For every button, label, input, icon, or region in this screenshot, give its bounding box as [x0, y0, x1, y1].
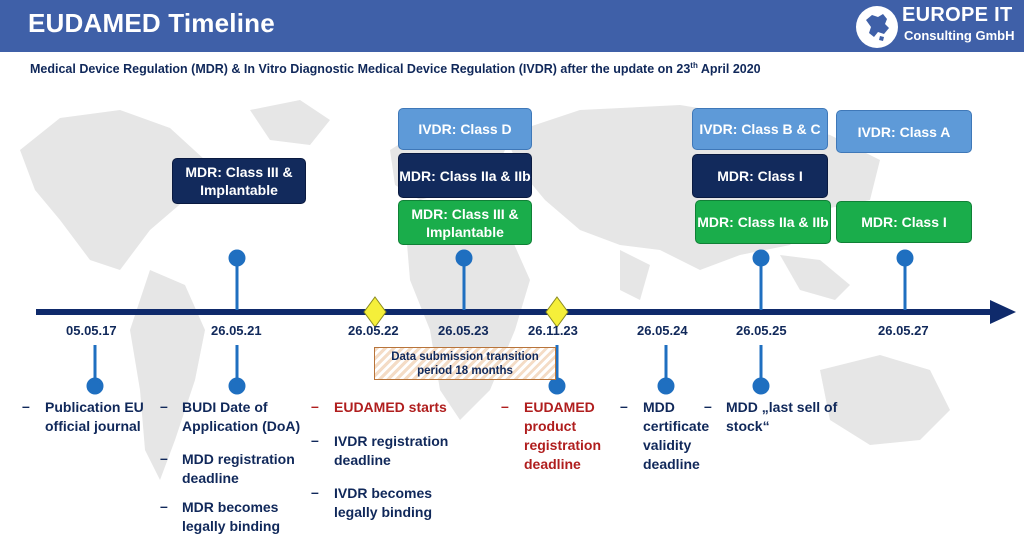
logo-title: EUROPE IT	[902, 4, 1013, 26]
date-2021: 26.05.21	[211, 323, 262, 338]
note-mdd-last-sell: MDD „last sell of stock“	[726, 399, 838, 434]
date-2023-nov: 26.11.23	[528, 323, 578, 338]
box-mdr-class3-implantable-2021: MDR: Class III & Implantable	[172, 158, 306, 204]
bullet-dash: –	[620, 398, 628, 414]
bullet-dash: –	[160, 498, 168, 514]
bullet-dash: –	[311, 398, 319, 414]
note-budi: BUDI Date of Application (DoA)	[182, 399, 301, 434]
bullet-dash: –	[704, 398, 712, 414]
bullet-dash: –	[311, 484, 319, 500]
date-2017: 05.05.17	[66, 323, 117, 338]
date-2027: 26.05.27	[878, 323, 929, 338]
bullet-dash: –	[22, 398, 30, 414]
bullet-dash: –	[311, 432, 319, 448]
note-ivdr-registration: IVDR registration deadline	[334, 433, 449, 468]
note-mdd-certificate: MDD certificate validity deadline	[643, 399, 710, 472]
box-mdr-class2a-2b-2025: MDR: Class IIa & IIb	[695, 200, 831, 244]
box-mdr-class1-2027: MDR: Class I	[836, 201, 972, 243]
note-mdd-registration: MDD registration deadline	[182, 451, 295, 486]
europe-globe-icon	[856, 6, 898, 48]
box-ivdr-class-d: IVDR: Class D	[398, 108, 532, 150]
bullet-dash: –	[501, 398, 509, 414]
logo-subtitle: Consulting GmbH	[904, 28, 1015, 43]
diamond-marker-2022	[363, 296, 387, 328]
page-title: EUDAMED Timeline	[28, 8, 275, 38]
page-subtitle: Medical Device Regulation (MDR) & In Vit…	[30, 61, 761, 77]
box-mdr-class2a-2b-2023: MDR: Class IIa & IIb	[398, 153, 532, 198]
note-eudamed-starts: EUDAMED starts	[334, 399, 447, 415]
date-2024: 26.05.24	[637, 323, 688, 338]
box-mdr-class3-implantable-2023: MDR: Class III & Implantable	[398, 200, 532, 245]
header-bar	[0, 0, 1024, 52]
date-2022: 26.05.22	[348, 323, 399, 338]
note-publication: Publication EU official journal	[45, 399, 144, 434]
note-ivdr-binding: IVDR becomes legally binding	[334, 485, 433, 520]
box-mdr-class1-2025: MDR: Class I	[692, 154, 828, 198]
date-2025: 26.05.25	[736, 323, 787, 338]
note-mdr-binding: MDR becomes legally binding	[182, 499, 281, 534]
transition-period-note: Data submission transition period 18 mon…	[374, 347, 556, 380]
diamond-marker-2023	[545, 296, 569, 328]
box-ivdr-class-b-c: IVDR: Class B & C	[692, 108, 828, 150]
box-ivdr-class-a: IVDR: Class A	[836, 110, 972, 153]
timeline-arrowhead	[990, 300, 1016, 324]
note-eudamed-product: EUDAMED product registration deadline	[524, 399, 602, 472]
date-2023-may: 26.05.23	[438, 323, 489, 338]
bullet-dash: –	[160, 398, 168, 414]
bullet-dash: –	[160, 450, 168, 466]
